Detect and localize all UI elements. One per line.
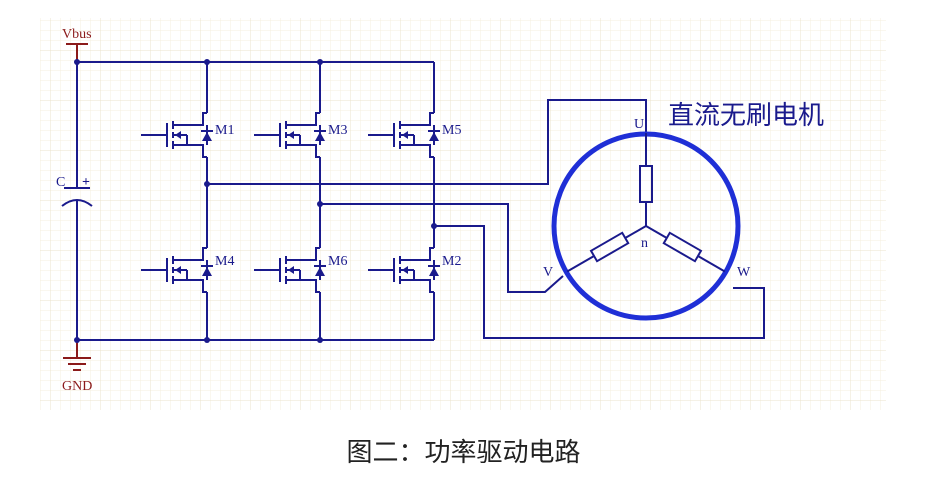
capacitor-polarity: + — [82, 175, 90, 190]
vbus-label: Vbus — [62, 27, 92, 42]
mosfet-m3: M3 — [253, 112, 347, 158]
capacitor-label: C — [56, 175, 65, 190]
vbus-symbol: Vbus — [62, 27, 92, 62]
figure-caption: 图二：功率驱动电路 — [346, 438, 581, 468]
power-drive-circuit: Vbus GND C + M1 M3 M5 — [40, 18, 886, 410]
m2-label: M2 — [442, 254, 461, 269]
phase-w-label: W — [737, 265, 751, 280]
mosfet-m6: M6 — [253, 247, 347, 293]
phase-u-label: U — [634, 117, 644, 132]
mosfet-m1: M1 — [140, 112, 234, 158]
capacitor: C + — [56, 175, 93, 207]
junction-dots — [74, 59, 437, 343]
phase-wires — [207, 99, 765, 339]
bldc-motor: U V W n 直流无刷电机 — [543, 101, 824, 321]
m1-label: M1 — [215, 123, 234, 138]
m6-label: M6 — [328, 254, 347, 269]
m3-label: M3 — [328, 123, 347, 138]
neutral-label: n — [641, 236, 648, 251]
motor-title: 直流无刷电机 — [668, 101, 824, 131]
mosfet-m5: M5 — [367, 112, 461, 158]
mosfet-m4: M4 — [140, 247, 234, 293]
mosfet-m2: M2 — [367, 247, 461, 293]
gnd-label: GND — [62, 379, 92, 394]
m5-label: M5 — [442, 123, 461, 138]
phase-v-label: V — [543, 265, 553, 280]
ground-symbol: GND — [62, 340, 92, 394]
m4-label: M4 — [215, 254, 234, 269]
grid-background — [40, 18, 886, 410]
power-rails — [76, 61, 434, 341]
bridge-legs — [206, 62, 435, 340]
